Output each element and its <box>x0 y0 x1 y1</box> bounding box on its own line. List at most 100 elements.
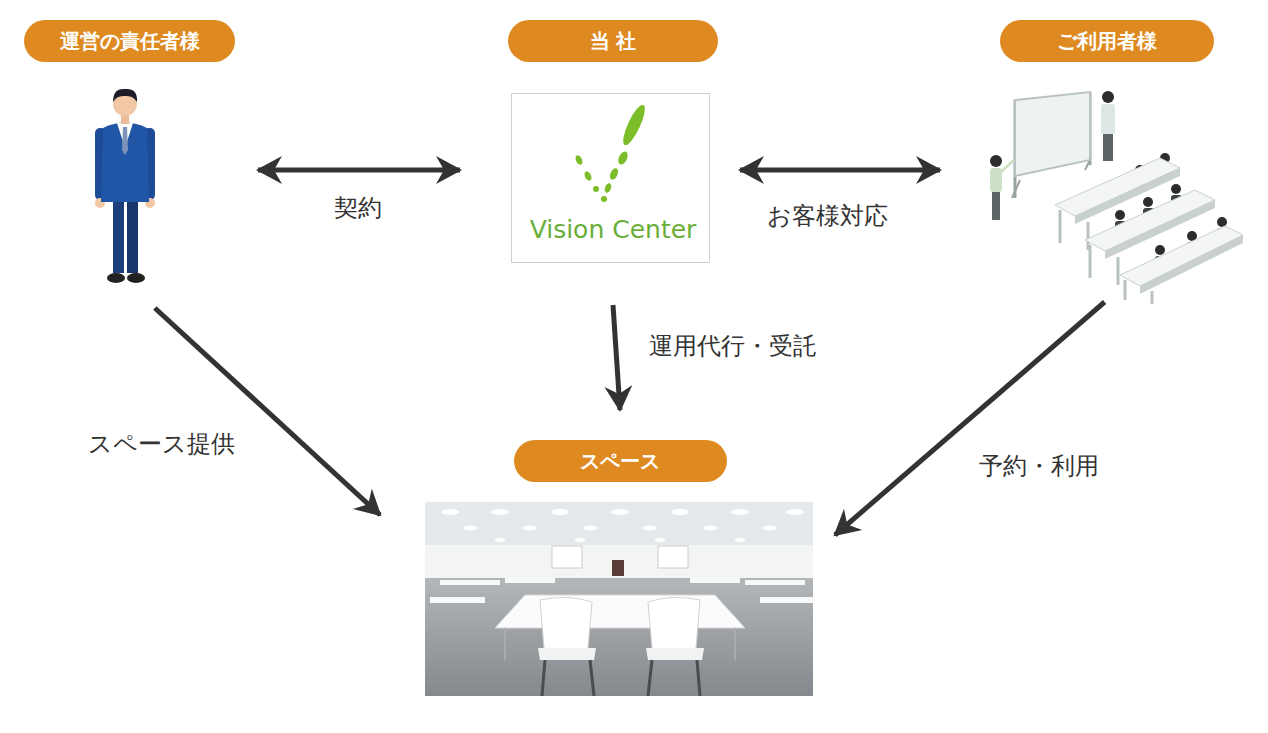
light <box>735 538 745 542</box>
chair-leg <box>648 660 652 696</box>
light <box>655 538 665 542</box>
back-wall <box>425 545 813 580</box>
attendee <box>1171 184 1181 194</box>
presenter-legs <box>1103 134 1113 161</box>
assistant-body <box>990 168 1002 192</box>
ceiling <box>425 502 813 696</box>
connector-arrow <box>155 308 380 515</box>
leg <box>127 195 138 273</box>
desk-leg <box>1117 257 1120 285</box>
actor-label: 当 社 <box>590 28 637 55</box>
label-pill: 運営の責任者様 <box>24 20 235 62</box>
shoe <box>107 273 125 283</box>
light <box>671 509 689 515</box>
edge-label: 予約・利用 <box>975 450 1103 482</box>
attendee <box>1115 210 1125 220</box>
chair <box>646 597 704 696</box>
company-group: 当 社 Vision Center <box>508 20 718 265</box>
lectern <box>612 560 624 576</box>
chair-leg <box>590 660 594 696</box>
connector-arrow <box>835 302 1105 535</box>
edge-label: お客様対応 <box>763 200 892 232</box>
connector-arrow <box>740 167 940 172</box>
desk-leg <box>1151 291 1154 304</box>
connector-arrow <box>258 167 460 172</box>
table <box>690 578 740 583</box>
chair-leg <box>697 660 700 696</box>
attendee <box>1217 217 1227 227</box>
jacket <box>101 123 149 203</box>
leg <box>113 195 124 273</box>
label-pill: スペース <box>514 440 727 482</box>
desk-leg <box>1059 210 1062 243</box>
light <box>523 526 537 531</box>
light <box>551 509 569 515</box>
actor-label: スペース <box>580 448 660 475</box>
chair-back <box>648 597 700 651</box>
chair <box>538 597 596 696</box>
edge-label: 運用代行・受託 <box>645 330 821 362</box>
label-pill: ご利用者様 <box>1000 20 1214 62</box>
light <box>786 509 804 515</box>
seminar-illustration <box>990 91 1243 304</box>
assistant-head <box>990 155 1002 167</box>
light <box>763 526 777 531</box>
room-photo <box>425 502 813 696</box>
table <box>505 578 555 583</box>
table <box>760 597 813 603</box>
chair-seat <box>538 648 596 660</box>
table-leg <box>504 628 506 660</box>
table <box>430 597 485 603</box>
presenter-head <box>1102 91 1114 103</box>
attendee <box>1143 197 1153 207</box>
light <box>441 509 459 515</box>
screen <box>658 546 688 568</box>
screen <box>552 546 582 568</box>
desk-leg <box>1089 245 1092 278</box>
logo-dot <box>574 154 584 166</box>
space-group: スペース <box>425 440 815 698</box>
logo-dot <box>603 182 612 193</box>
chair-back <box>540 597 592 651</box>
light <box>491 509 509 515</box>
light <box>575 538 585 542</box>
light <box>611 509 629 515</box>
assistant-legs <box>992 192 1000 220</box>
light <box>703 526 717 531</box>
attendee <box>1155 245 1165 255</box>
label-pill: 当 社 <box>508 20 718 62</box>
logo-dot <box>616 150 629 166</box>
businessman-figure <box>95 89 155 283</box>
light <box>463 526 477 531</box>
floor <box>425 578 813 696</box>
desk-top <box>1120 226 1243 286</box>
actor-label: ご利用者様 <box>1057 28 1157 55</box>
desk-row <box>1120 217 1243 304</box>
logo-leaf <box>619 103 648 148</box>
ceiling-lights <box>441 509 804 542</box>
chair-seat <box>646 648 704 660</box>
actor-group: ご利用者様 <box>985 20 1245 305</box>
connector-arrow <box>613 305 620 410</box>
assistant-arm <box>1001 160 1014 172</box>
logo-dot <box>601 196 607 202</box>
whiteboard <box>1015 92 1090 176</box>
tie <box>122 127 128 155</box>
presenter-body <box>1101 104 1115 134</box>
edge-label: 契約 <box>330 192 386 224</box>
logo-dot <box>593 186 599 192</box>
table <box>440 580 500 585</box>
desk-side <box>1140 235 1243 294</box>
actor-label: 運営の責任者様 <box>60 28 200 55</box>
chair-leg <box>542 660 545 696</box>
table <box>745 580 805 585</box>
logo-dot <box>583 170 593 182</box>
light <box>643 526 657 531</box>
shoe <box>127 273 145 283</box>
light <box>495 538 505 542</box>
light <box>583 526 597 531</box>
logo-text: Vision Center <box>508 215 718 244</box>
hair <box>113 89 137 102</box>
